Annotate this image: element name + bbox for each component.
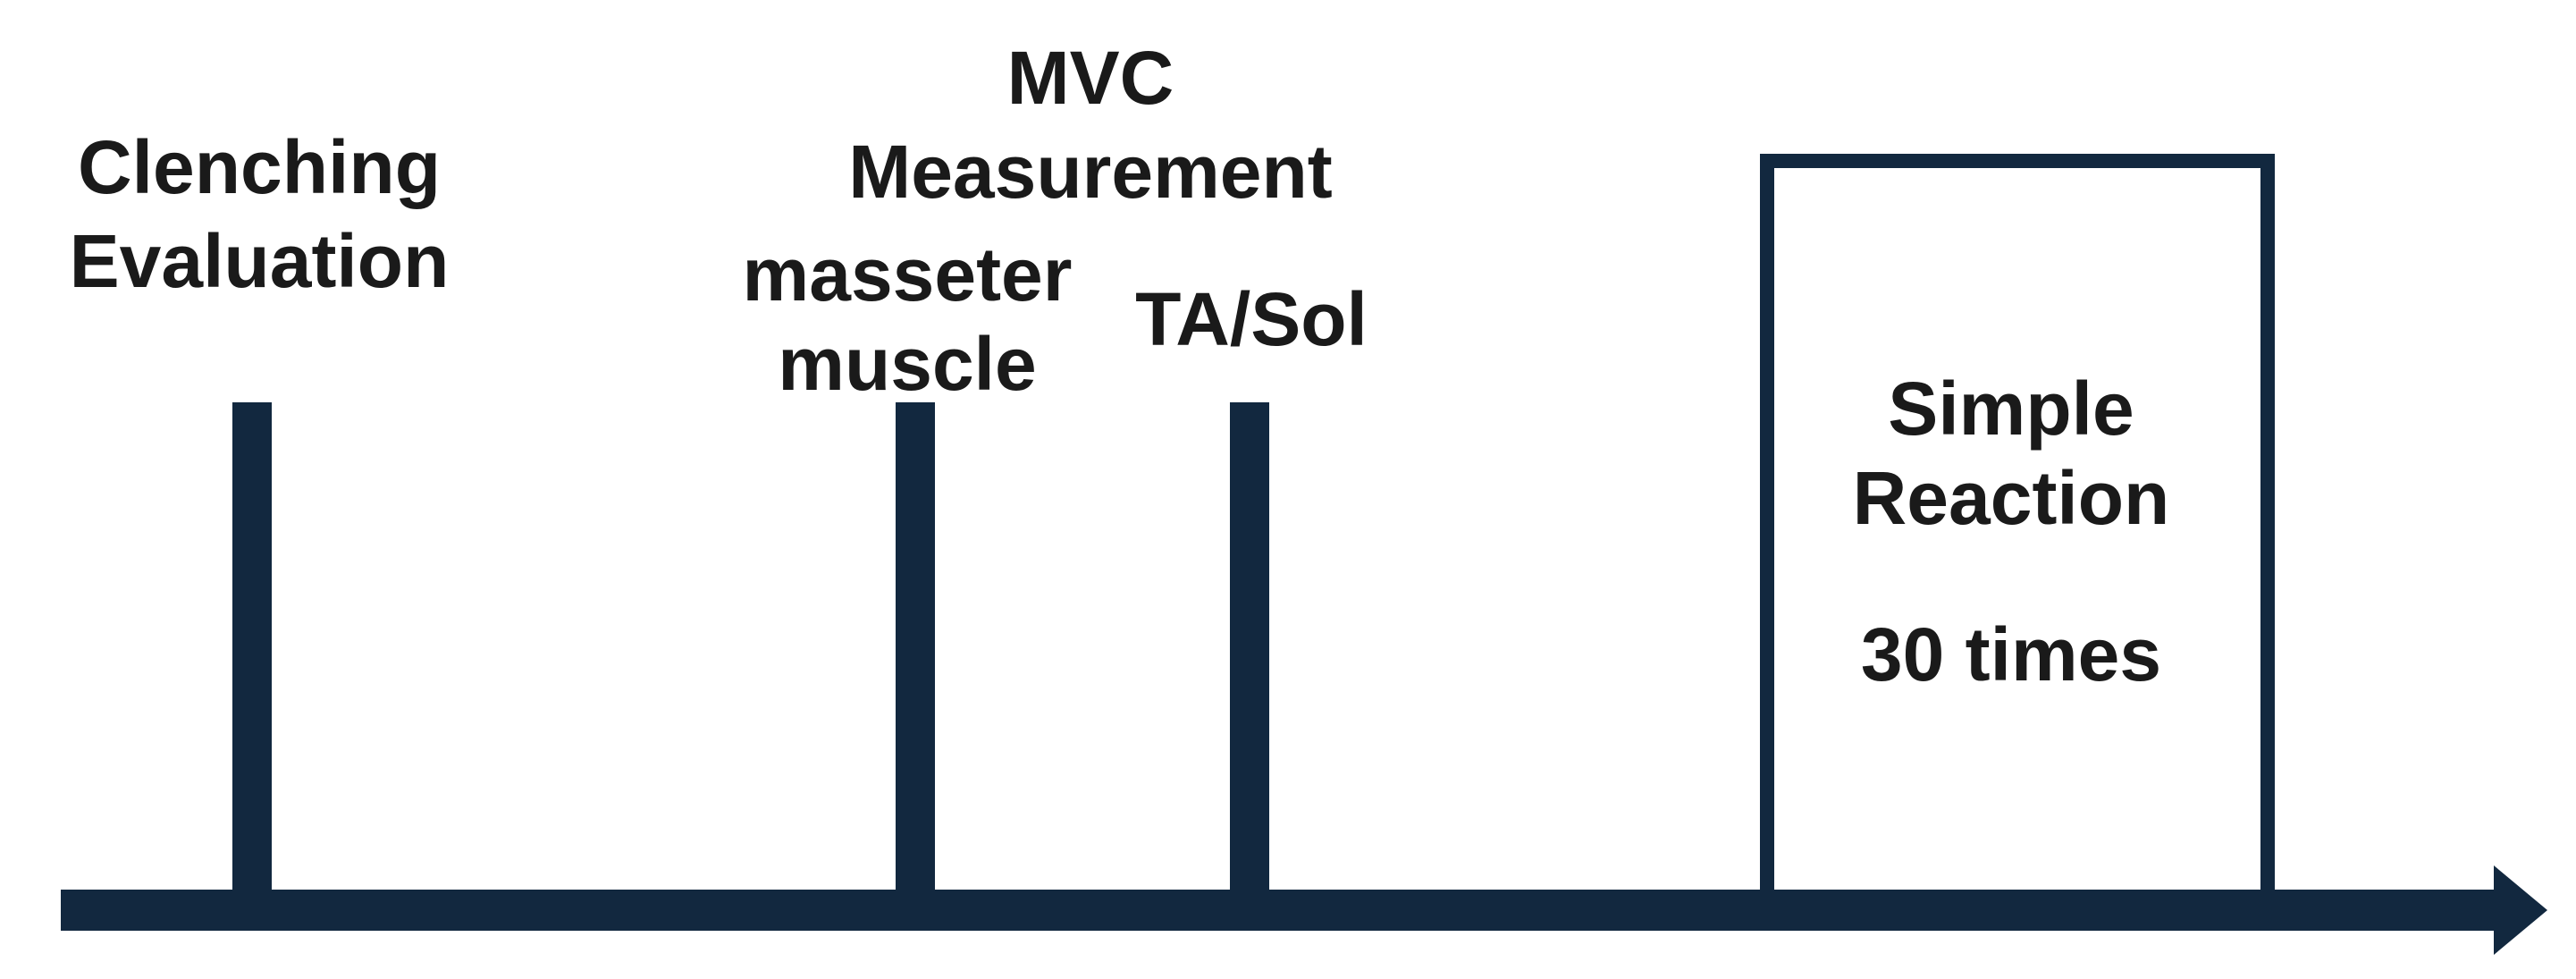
label-masseter-line1: masseter	[742, 232, 1073, 316]
label-simple-reaction-line2: Reaction	[1852, 456, 2170, 540]
marker-masseter-muscle	[896, 402, 935, 903]
label-mvc-line1: MVC	[1006, 36, 1174, 120]
simple-reaction-block	[1760, 154, 2275, 919]
label-mvc-line2: Measurement	[848, 130, 1333, 214]
label-masseter-line2: muscle	[778, 322, 1037, 406]
marker-clenching-evaluation	[232, 402, 272, 903]
label-clenching-line1: Clenching	[77, 125, 442, 209]
marker-ta-sol	[1230, 402, 1269, 903]
label-simple-reaction-line1: Simple	[1888, 367, 2134, 451]
label-ta-sol: TA/Sol	[1135, 277, 1368, 361]
label-repetition-count: 30 times	[1860, 612, 2162, 696]
label-clenching-line2: Evaluation	[69, 219, 450, 303]
timeline-arrowhead-icon	[2494, 865, 2547, 955]
